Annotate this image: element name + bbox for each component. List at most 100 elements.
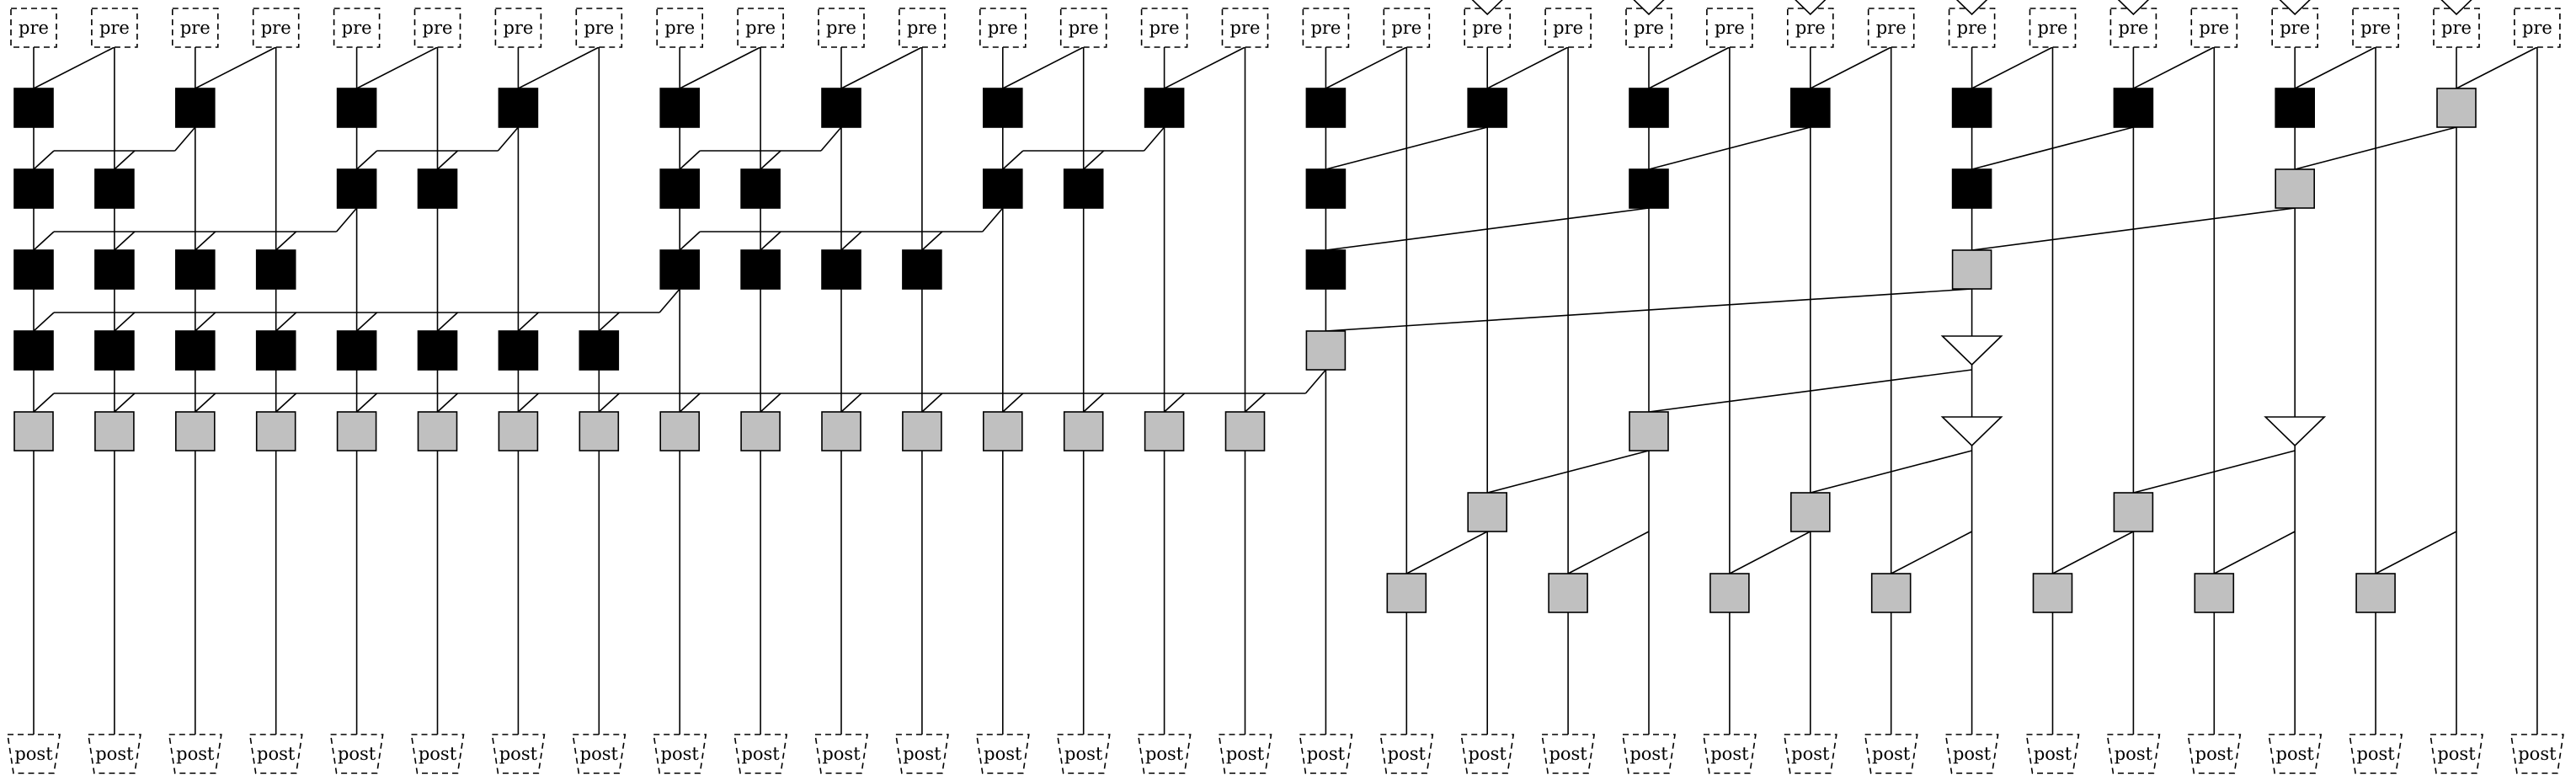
post-box bbox=[2106, 734, 2161, 774]
link bbox=[2133, 46, 2215, 89]
bus-tap bbox=[114, 312, 136, 332]
bus-tap bbox=[679, 231, 701, 251]
bus-tap bbox=[840, 231, 862, 251]
post-label: post bbox=[984, 744, 1022, 764]
gray-cell bbox=[579, 411, 620, 451]
bus-tap bbox=[921, 393, 943, 413]
buffer-triangle bbox=[2440, 0, 2472, 16]
post-label: post bbox=[2356, 744, 2395, 764]
pre-label: pre bbox=[2360, 18, 2391, 38]
link bbox=[518, 46, 600, 89]
pre-label: pre bbox=[664, 18, 695, 38]
black-cell bbox=[255, 249, 296, 290]
buffer-triangle bbox=[2117, 0, 2150, 16]
black-cell bbox=[13, 88, 54, 128]
link bbox=[2375, 531, 2457, 574]
bus-tap bbox=[195, 231, 216, 251]
black-cell bbox=[13, 168, 54, 209]
black-cell bbox=[659, 88, 701, 128]
bus-tap bbox=[33, 312, 55, 332]
pre-label: pre bbox=[2280, 18, 2310, 38]
bus-tap bbox=[840, 393, 862, 413]
black-cell bbox=[1951, 168, 1992, 209]
pre-box bbox=[1867, 8, 1915, 48]
pre-box bbox=[333, 8, 381, 48]
bus-tap bbox=[356, 393, 378, 413]
bus-tap bbox=[1244, 393, 1267, 413]
bus-tap bbox=[1083, 150, 1105, 170]
black-cell bbox=[13, 330, 54, 371]
pre-box bbox=[1383, 8, 1431, 48]
pre-label: pre bbox=[261, 18, 291, 38]
post-box bbox=[1702, 734, 1757, 774]
gray-cell bbox=[417, 411, 458, 451]
buffer-triangle bbox=[1940, 416, 2003, 447]
pre-label: pre bbox=[2522, 18, 2552, 38]
black-cell bbox=[417, 330, 458, 371]
pre-label: pre bbox=[1634, 18, 1664, 38]
black-cell bbox=[175, 249, 216, 290]
black-cell bbox=[902, 249, 942, 290]
pre-label: pre bbox=[2441, 18, 2472, 38]
link bbox=[840, 46, 923, 89]
post-box bbox=[2509, 734, 2564, 774]
pre-box bbox=[818, 8, 865, 48]
buffer-triangle bbox=[1940, 335, 2003, 366]
bus-link bbox=[335, 207, 358, 232]
buffer-triangle bbox=[1471, 0, 1503, 16]
post-box bbox=[975, 734, 1030, 774]
post-box bbox=[1460, 734, 1515, 774]
gray-cell bbox=[983, 411, 1023, 451]
gray-cell bbox=[1144, 411, 1185, 451]
bus-link bbox=[1304, 369, 1327, 394]
gray-cell bbox=[740, 411, 781, 451]
gray-cell bbox=[2194, 573, 2235, 613]
post-label: post bbox=[1145, 744, 1184, 764]
post-label: post bbox=[1064, 744, 1103, 764]
link bbox=[2294, 126, 2457, 170]
link bbox=[1891, 531, 1972, 574]
pre-label: pre bbox=[1553, 18, 1583, 38]
bus-tap bbox=[356, 150, 378, 170]
black-cell bbox=[740, 249, 781, 290]
post-box bbox=[653, 734, 707, 774]
post-label: post bbox=[1469, 744, 1507, 764]
link bbox=[1648, 126, 1811, 170]
bus-tap bbox=[1002, 150, 1024, 170]
link bbox=[679, 46, 761, 89]
black-cell bbox=[94, 330, 135, 371]
post-box bbox=[1137, 734, 1192, 774]
bus-tap bbox=[275, 312, 297, 332]
pre-label: pre bbox=[1957, 18, 1987, 38]
bus-tap bbox=[598, 312, 620, 332]
pre-box bbox=[91, 8, 138, 48]
post-box bbox=[2429, 734, 2483, 774]
black-cell bbox=[1467, 88, 1507, 128]
gray-cell bbox=[902, 411, 942, 451]
link bbox=[356, 46, 438, 89]
bus-tap bbox=[436, 312, 459, 332]
pre-label: pre bbox=[1149, 18, 1180, 38]
post-label: post bbox=[1872, 744, 1911, 764]
black-cell bbox=[1629, 88, 1669, 128]
post-box bbox=[1864, 734, 1918, 774]
bus-tap bbox=[517, 312, 539, 332]
pre-box bbox=[252, 8, 300, 48]
pre-box bbox=[1302, 8, 1350, 48]
post-box bbox=[410, 734, 465, 774]
black-cell bbox=[983, 88, 1023, 128]
post-box bbox=[733, 734, 788, 774]
post-box bbox=[1783, 734, 1837, 774]
gray-cell bbox=[94, 411, 135, 451]
post-label: post bbox=[1307, 744, 1346, 764]
post-box bbox=[1541, 734, 1596, 774]
black-cell bbox=[1144, 88, 1185, 128]
post-label: post bbox=[661, 744, 700, 764]
bus-tap bbox=[33, 231, 55, 251]
black-cell bbox=[1305, 249, 1347, 290]
black-cell bbox=[1063, 168, 1104, 209]
post-label: post bbox=[2034, 744, 2072, 764]
bus-tap bbox=[275, 231, 297, 251]
post-label: post bbox=[741, 744, 780, 764]
pre-label: pre bbox=[19, 18, 49, 38]
